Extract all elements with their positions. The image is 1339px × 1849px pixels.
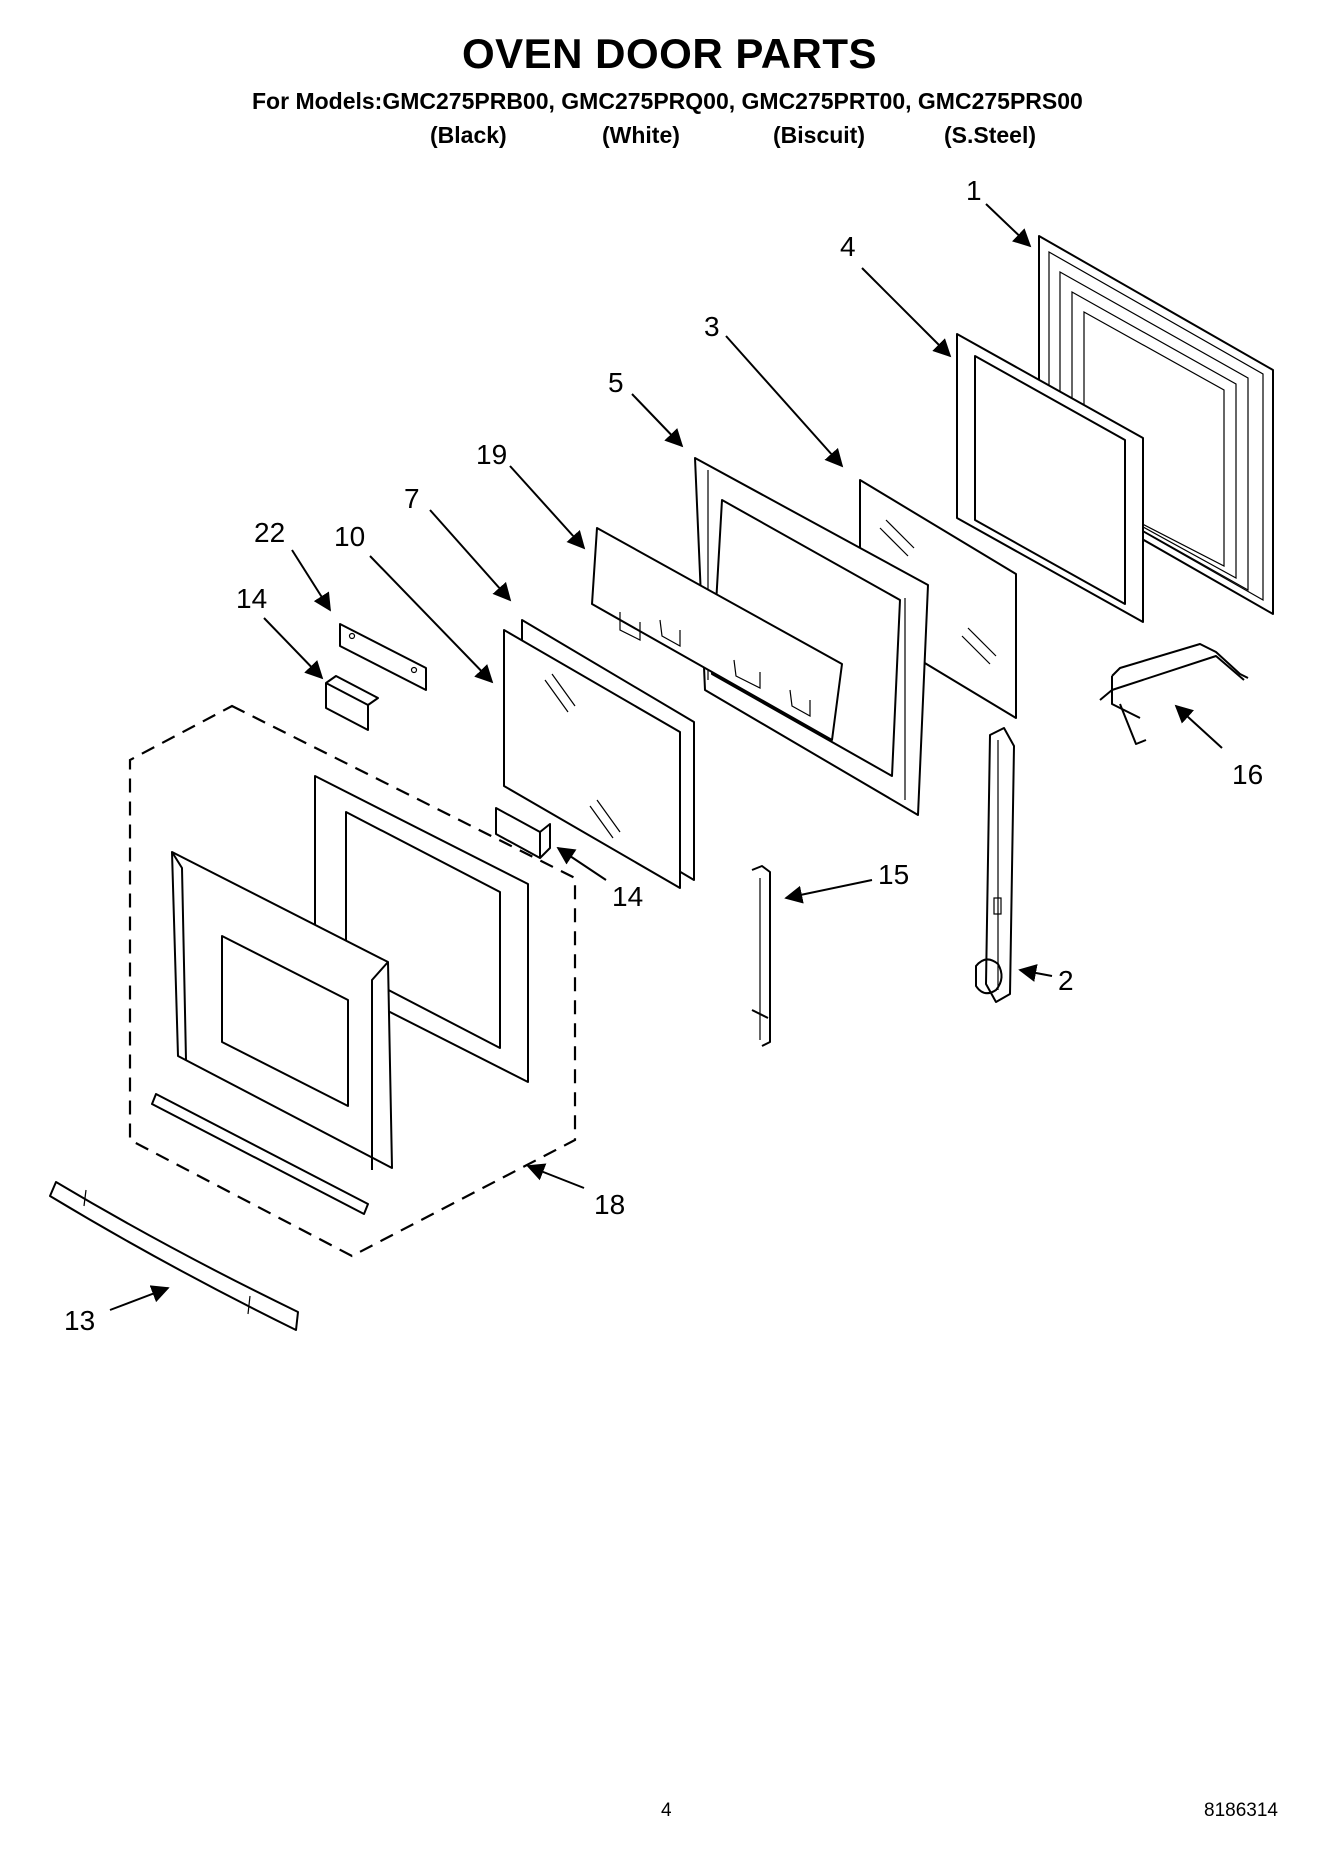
part-22-bracket xyxy=(339,623,427,691)
callout-13: 13 xyxy=(64,1305,95,1336)
callout-2: 2 xyxy=(1058,965,1074,996)
part-13-door-handle xyxy=(49,1181,299,1331)
doc-number: 8186314 xyxy=(1204,1800,1278,1821)
callout-5: 5 xyxy=(608,367,624,398)
callout-7: 7 xyxy=(404,483,420,514)
part-15-hinge-receiver xyxy=(751,865,771,1047)
callout-10: 10 xyxy=(334,521,365,552)
part-2-hinge xyxy=(975,727,1015,1003)
page-title: OVEN DOOR PARTS xyxy=(461,30,878,77)
callout-14-lower: 14 xyxy=(612,881,643,912)
page-number: 4 xyxy=(661,1800,672,1821)
variant-ssteel: (S.Steel) xyxy=(944,122,1037,148)
variant-white: (White) xyxy=(602,122,680,148)
leader-lines xyxy=(109,203,1223,1311)
part-10-outer-glass xyxy=(503,629,681,889)
variant-biscuit: (Biscuit) xyxy=(773,122,865,148)
callout-14-upper: 14 xyxy=(236,583,267,614)
callout-3: 3 xyxy=(704,311,720,342)
callout-16: 16 xyxy=(1232,759,1263,790)
part-16-support-bracket xyxy=(1099,643,1249,745)
callout-19: 19 xyxy=(476,439,507,470)
callout-18: 18 xyxy=(594,1189,625,1220)
callout-22: 22 xyxy=(254,517,285,548)
callout-15: 15 xyxy=(878,859,909,890)
variant-black: (Black) xyxy=(430,122,507,148)
part-14-bracket-upper xyxy=(325,675,379,731)
callout-4: 4 xyxy=(840,231,856,262)
models-line: For Models:GMC275PRB00, GMC275PRQ00, GMC… xyxy=(252,88,1083,114)
callout-1: 1 xyxy=(966,175,982,206)
part-18-door-assembly xyxy=(128,704,577,1258)
part-4-door-gasket xyxy=(956,333,1144,623)
part-14-bracket-lower xyxy=(495,807,551,859)
part-19-shield xyxy=(591,527,843,741)
